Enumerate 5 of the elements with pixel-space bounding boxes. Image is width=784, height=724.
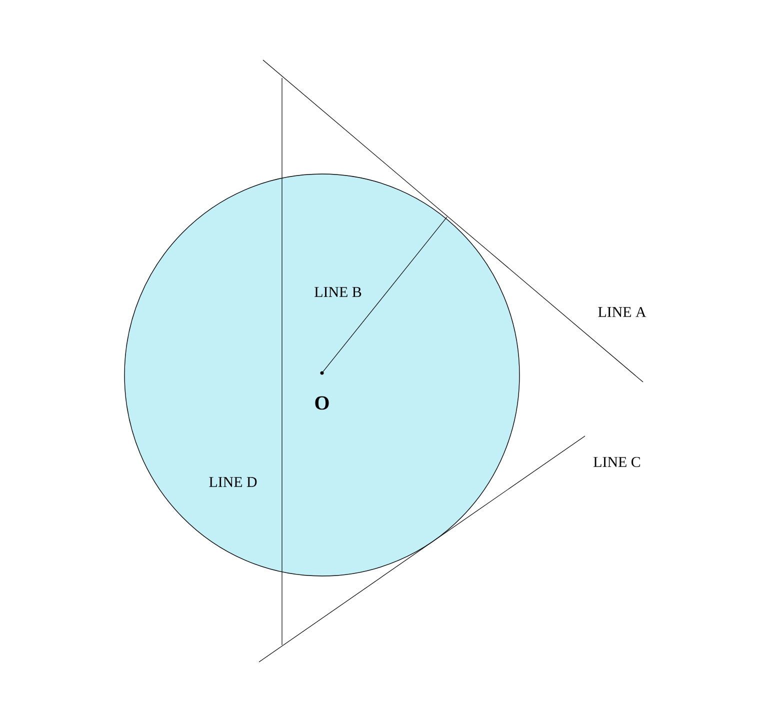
line-label: LINE C bbox=[594, 456, 640, 467]
line-label: LINE D bbox=[209, 477, 257, 487]
point-label: O bbox=[315, 396, 329, 410]
line-label: LINE A bbox=[598, 307, 646, 317]
line-label: LINE B bbox=[314, 287, 362, 297]
